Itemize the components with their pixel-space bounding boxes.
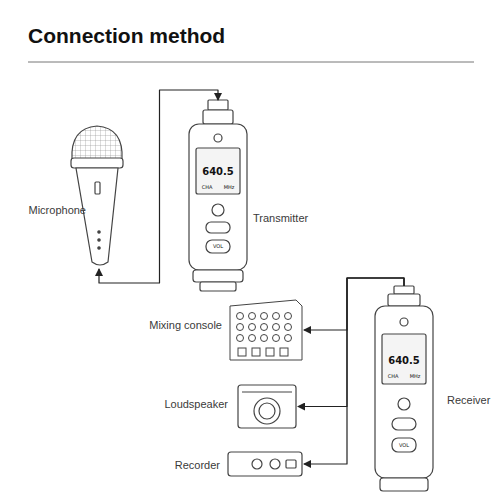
cable-connector — [304, 278, 404, 464]
screen-text: CHA — [388, 374, 399, 379]
screen-text: VOL — [399, 443, 409, 448]
device-label: Mixing console — [149, 318, 222, 332]
loudspeaker-drawing — [238, 385, 296, 428]
screen-text: VOL — [213, 244, 223, 249]
mixing-console-node: Mixing console — [230, 300, 302, 360]
diagram-title: Connection method — [28, 24, 225, 48]
screen-text: MHz — [224, 185, 235, 190]
device-label: Receiver — [447, 393, 490, 407]
receiver-drawing — [375, 286, 433, 491]
cable-connector — [304, 278, 404, 330]
device-label: Recorder — [175, 458, 220, 472]
device-label: Loudspeaker — [164, 397, 228, 411]
loudspeaker-node: Loudspeaker — [238, 385, 296, 428]
title-rule — [28, 62, 474, 63]
recorder-node: Recorder — [228, 452, 302, 476]
screen-text: MHz — [410, 374, 421, 379]
screen-text: 640.5 — [202, 167, 234, 177]
screen-text: CHA — [202, 185, 213, 190]
receiver-node: Receiver — [375, 286, 433, 491]
device-label: Microphone — [29, 203, 86, 217]
mixing-console-drawing — [230, 300, 302, 360]
transmitter-node: Transmitter — [189, 100, 247, 291]
cable-connector — [99, 90, 218, 283]
screen-text: 640.5 — [388, 356, 420, 366]
device-label: Transmitter — [253, 211, 308, 225]
microphone-node: Microphone — [70, 126, 124, 268]
recorder-drawing — [228, 452, 302, 476]
transmitter-drawing — [189, 100, 247, 291]
microphone-drawing — [71, 126, 123, 265]
cable-connector — [298, 278, 404, 407]
